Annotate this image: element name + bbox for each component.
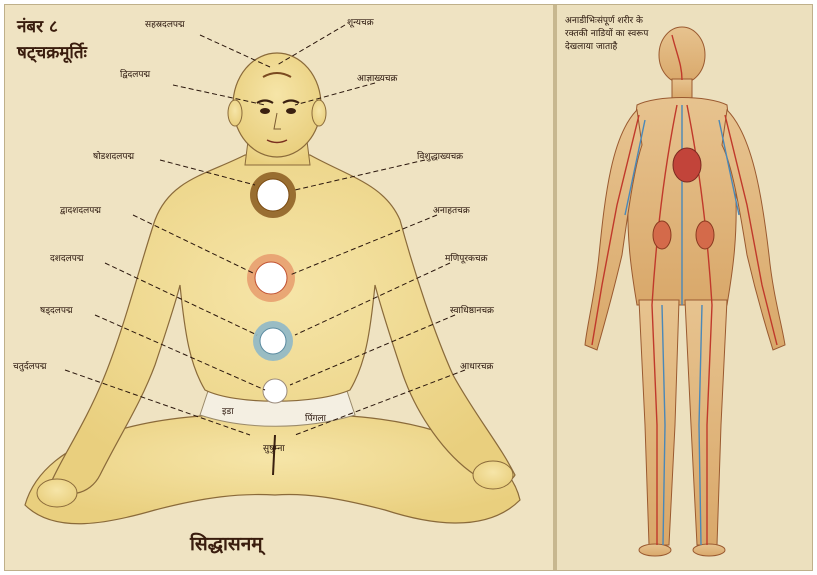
chakra-label: स्वाधिष्ठानचक्र xyxy=(450,307,494,316)
lotus-label: दशदलपद्म xyxy=(50,255,84,264)
chakra-vishuddha xyxy=(250,172,296,218)
kidney-organ xyxy=(696,221,714,249)
chakra-svadhishthana xyxy=(263,379,287,403)
chakra-label: मणिपूरकचक्र xyxy=(445,255,488,264)
lotus-label: चतुर्दलपद्म xyxy=(13,363,46,372)
chakra-label: विशुद्धाख्यचक्र xyxy=(417,153,463,162)
lotus-label: षड्दलपद्म xyxy=(40,307,73,316)
illustration-plate: नंबर ८ षट्चक्रमूर्तिः सहस्रदलपद्म द्विदल… xyxy=(4,4,813,571)
chakra-label: आज्ञाख्यचक्र xyxy=(357,75,397,84)
chakra-label: आधारचक्र xyxy=(460,363,493,372)
chakra-label: अनाहतचक्र xyxy=(433,207,470,216)
nadi-label-ida: इडा xyxy=(222,408,234,417)
plate-title: षट्चक्रमूर्तिः xyxy=(17,45,87,62)
heart-organ xyxy=(673,148,701,182)
chakra-label: शून्यचक्र xyxy=(347,19,374,28)
plate-number: नंबर ८ xyxy=(17,19,58,36)
nadi-label-pingala: पिंगला xyxy=(305,415,326,424)
seated-yogi-figure xyxy=(5,5,553,571)
plate-caption: सिद्धासनम् xyxy=(190,535,263,554)
nadi-label-sushumna: सुषुम्ना xyxy=(263,445,285,454)
anatomy-note: अनाडीभिःसंपूर्ण शरीर के रक्तकी नाडियों क… xyxy=(565,15,657,54)
lotus-label: द्वादशदलपद्म xyxy=(60,207,101,216)
circulatory-figure xyxy=(557,5,813,571)
chakra-anahata xyxy=(247,254,295,302)
lotus-label: षोडशदलपद्म xyxy=(93,153,134,162)
chakra-manipura xyxy=(253,321,293,361)
lotus-label: सहस्रदलपद्म xyxy=(145,21,185,30)
anatomy-panel: अनाडीभिःसंपूर्ण शरीर के रक्तकी नाडियों क… xyxy=(557,5,813,571)
lotus-label: द्विदलपद्म xyxy=(120,71,150,80)
kidney-organ xyxy=(653,221,671,249)
